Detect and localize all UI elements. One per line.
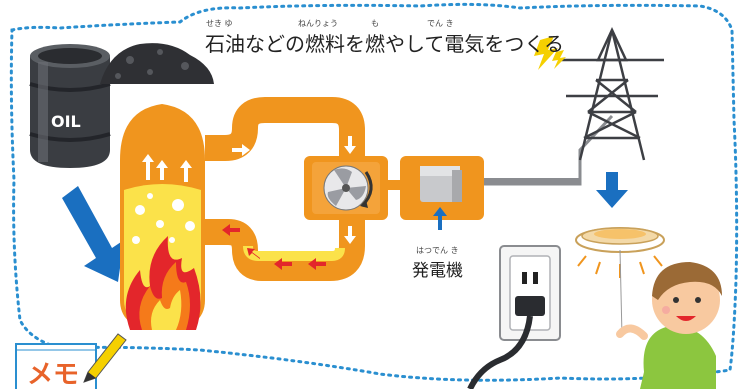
generator-label: 発電機 <box>412 261 463 281</box>
furigana-sekiyu: せき ゆ <box>206 19 233 28</box>
flow-arrow-white <box>344 226 356 244</box>
flow-arrow-white <box>284 124 304 136</box>
power-pylon <box>560 27 664 161</box>
turbine-shaft <box>388 180 404 190</box>
flow-arrow-white <box>344 136 356 154</box>
steam-flow-arrows <box>232 124 356 244</box>
wall-outlet <box>467 245 561 389</box>
steam-up-arrow <box>156 160 168 180</box>
lightning-icon <box>534 36 558 70</box>
steam-rise-arrows <box>142 154 192 182</box>
coal-pile <box>100 43 214 84</box>
fuel-arrow <box>62 186 124 282</box>
boy-character <box>616 262 722 389</box>
furigana-hatsudenki: はつでん き <box>416 246 459 255</box>
furigana-denki: でん き <box>427 19 454 28</box>
memo-label: メモ <box>27 360 80 390</box>
water-flow-arrows <box>222 224 326 270</box>
furigana-mo: も <box>371 19 379 28</box>
steam-up-arrow <box>142 154 154 180</box>
fire <box>125 236 201 330</box>
flow-arrow-red <box>247 248 260 259</box>
turbine <box>304 156 388 220</box>
furigana-nenryou: ねんりょう <box>298 19 338 28</box>
power-down-arrow <box>596 172 628 208</box>
lightning-bolts <box>534 36 566 70</box>
memo-notebook <box>15 333 127 389</box>
flow-arrow-white <box>232 144 250 156</box>
generator <box>400 156 484 230</box>
flow-arrow-red <box>308 258 326 270</box>
ceiling-lamp <box>575 227 665 337</box>
steam-pipe <box>205 97 614 281</box>
turbine-fan-icon <box>327 168 366 206</box>
lightning-icon <box>552 50 566 69</box>
flow-arrow-red <box>222 224 240 236</box>
flow-arrow-red <box>274 258 292 270</box>
flow-arrow-white <box>318 124 338 136</box>
oil-drum <box>29 44 111 168</box>
diagram-title: 石油などの燃料を燃やして電気をつくる <box>205 32 564 56</box>
oil-drum-label: OIL <box>51 112 81 131</box>
steam-up-arrow <box>180 160 192 182</box>
